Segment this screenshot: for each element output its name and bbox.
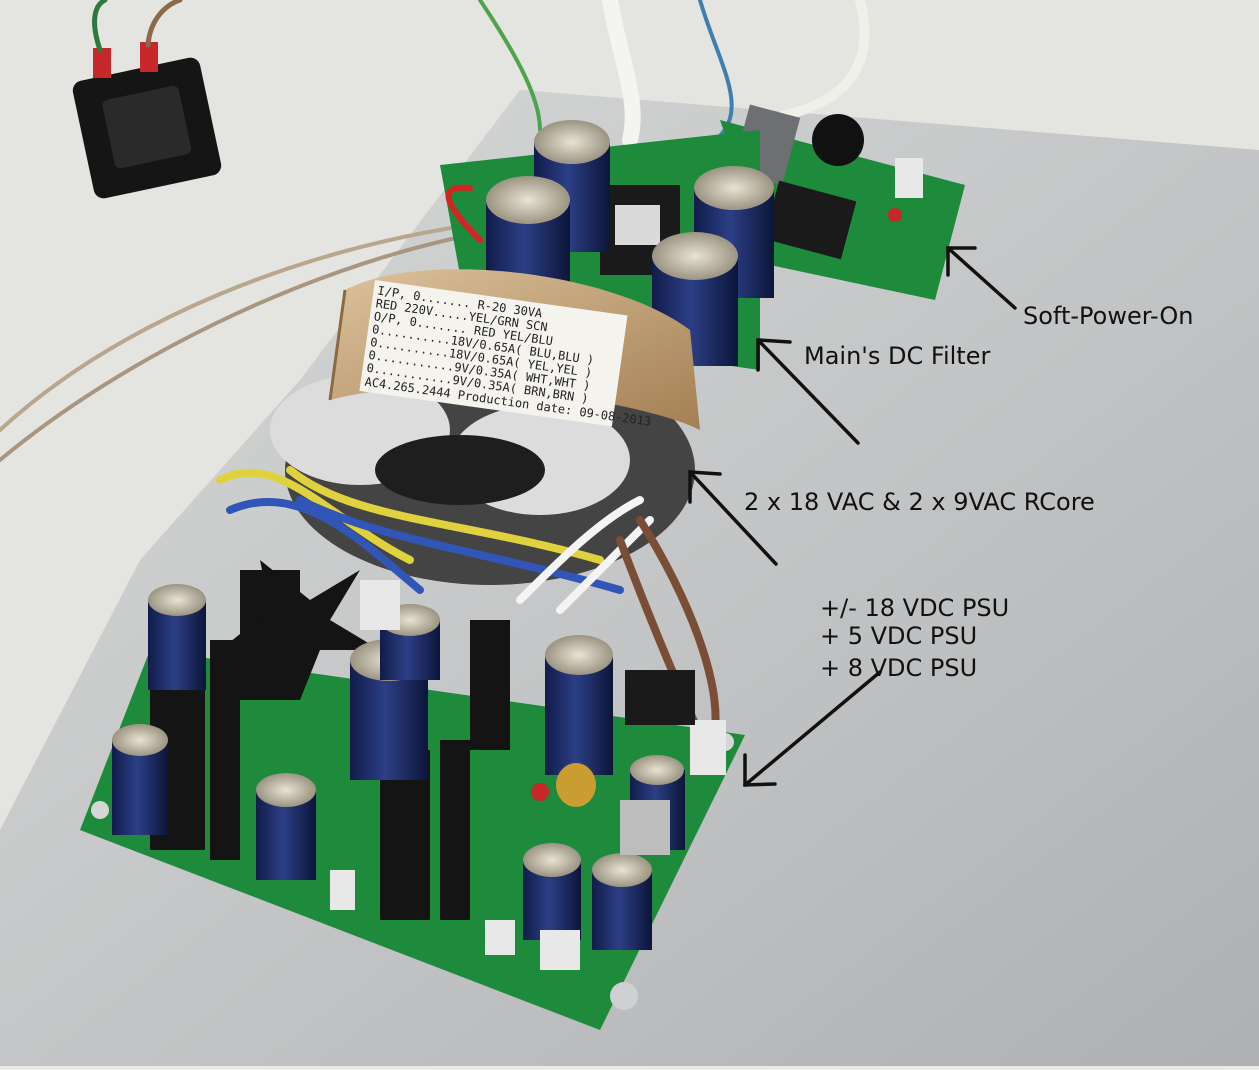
arrow-dc-filter <box>756 338 860 445</box>
annotation-arrows <box>688 246 1017 787</box>
dc-filter-capacitors <box>486 120 774 366</box>
psu-small-parts <box>330 580 726 970</box>
label-soft-power-on: Soft-Power-On <box>1023 302 1194 330</box>
arrow-psu <box>743 670 882 787</box>
label-psu-line-3: + 8 VDC PSU <box>820 654 978 682</box>
label-mains-dc-filter: Main's DC Filter <box>804 342 991 370</box>
toroidal-transformer: I/P, 0....... R-20 30VA RED 220V.....YEL… <box>270 269 700 585</box>
arrow-transformer <box>688 470 778 566</box>
wires <box>0 0 870 462</box>
psu-capacitors <box>112 584 685 950</box>
arrow-soft-power-on <box>946 246 1017 310</box>
rocker-switch <box>72 42 222 199</box>
label-transformer: 2 x 18 VAC & 2 x 9VAC RCore <box>744 488 1095 516</box>
transformer-label: I/P, 0....... R-20 30VA RED 220V.....YEL… <box>359 280 652 429</box>
label-psu-block: +/- 18 VDC PSU + 5 VDC PSU + 8 VDC PSU <box>820 594 1040 690</box>
label-psu-line-1: +/- 18 VDC PSU <box>820 594 1010 622</box>
label-psu-line-2: + 5 VDC PSU <box>820 622 978 650</box>
transformer-leads <box>216 184 720 739</box>
